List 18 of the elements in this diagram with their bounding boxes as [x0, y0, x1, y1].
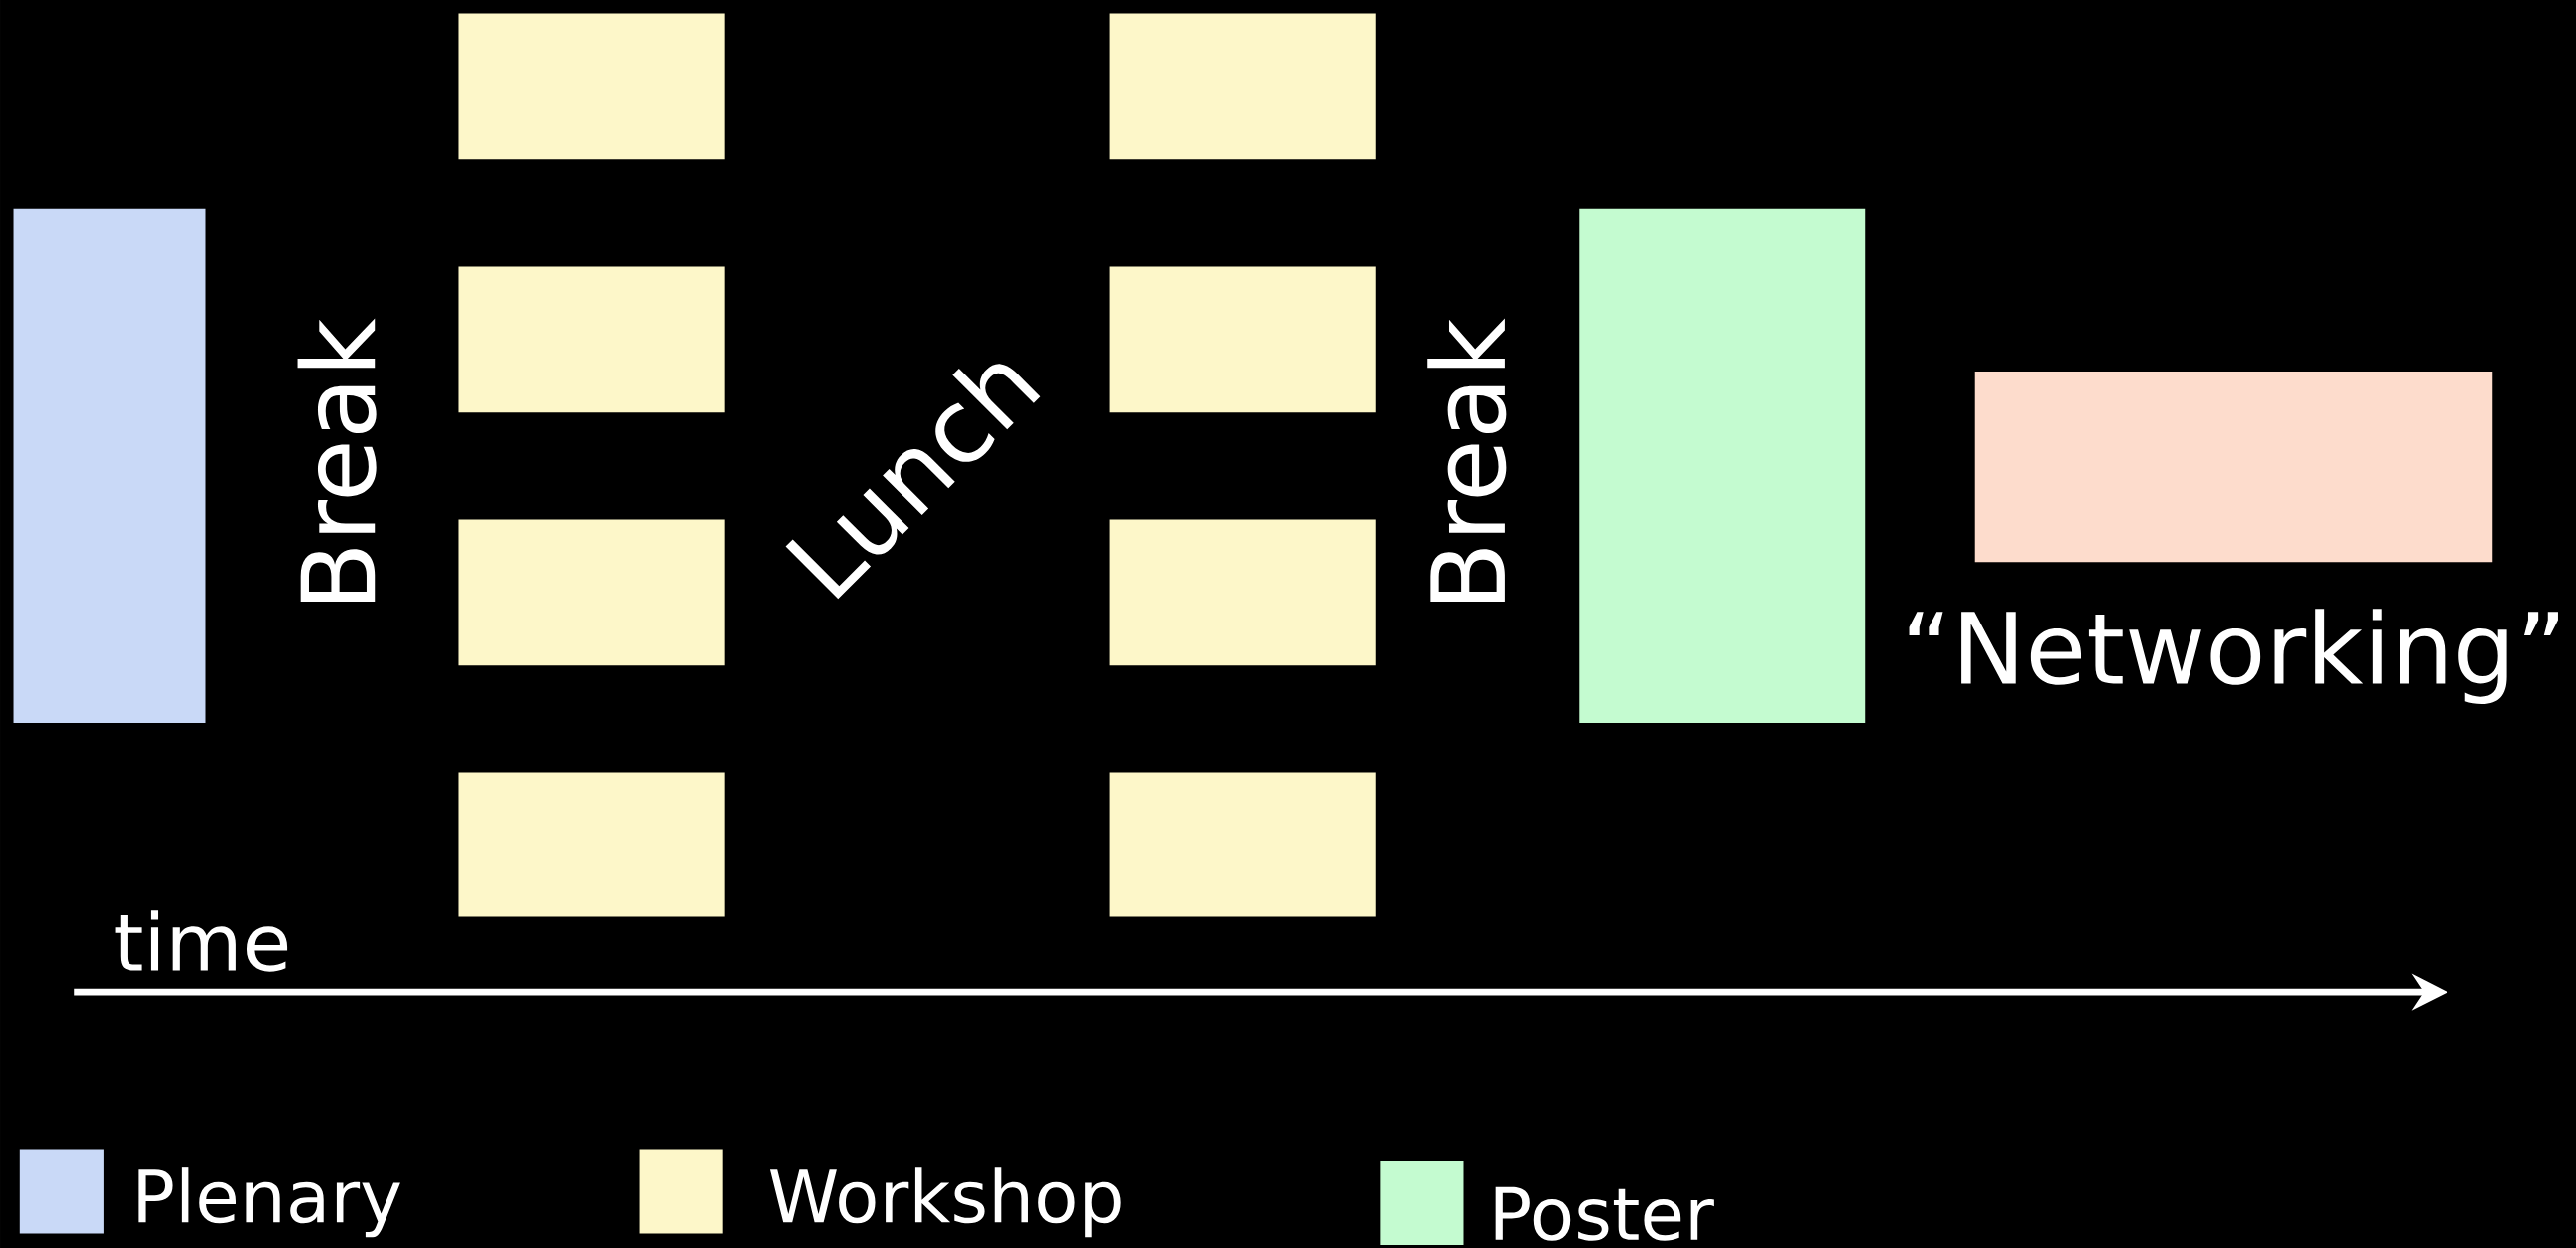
session-box [1579, 208, 1866, 723]
session-box [1109, 266, 1376, 413]
session-box [458, 266, 725, 413]
break-label: Break [297, 318, 377, 602]
legend-label: Workshop [769, 1166, 1121, 1238]
session-box [1109, 772, 1376, 917]
session-box [1109, 519, 1376, 666]
session-box [1109, 13, 1376, 160]
session-box [458, 772, 725, 917]
session-box [458, 13, 725, 160]
session-box [13, 208, 206, 723]
legend-label: Plenary [138, 1166, 400, 1238]
session-box [1974, 371, 2493, 563]
time-label: time [115, 910, 288, 972]
session-box [458, 519, 725, 666]
break-label: Break [1427, 318, 1507, 602]
legend-label: Poster [1495, 1186, 1714, 1241]
session-caption: “Networking” [1909, 609, 2558, 704]
